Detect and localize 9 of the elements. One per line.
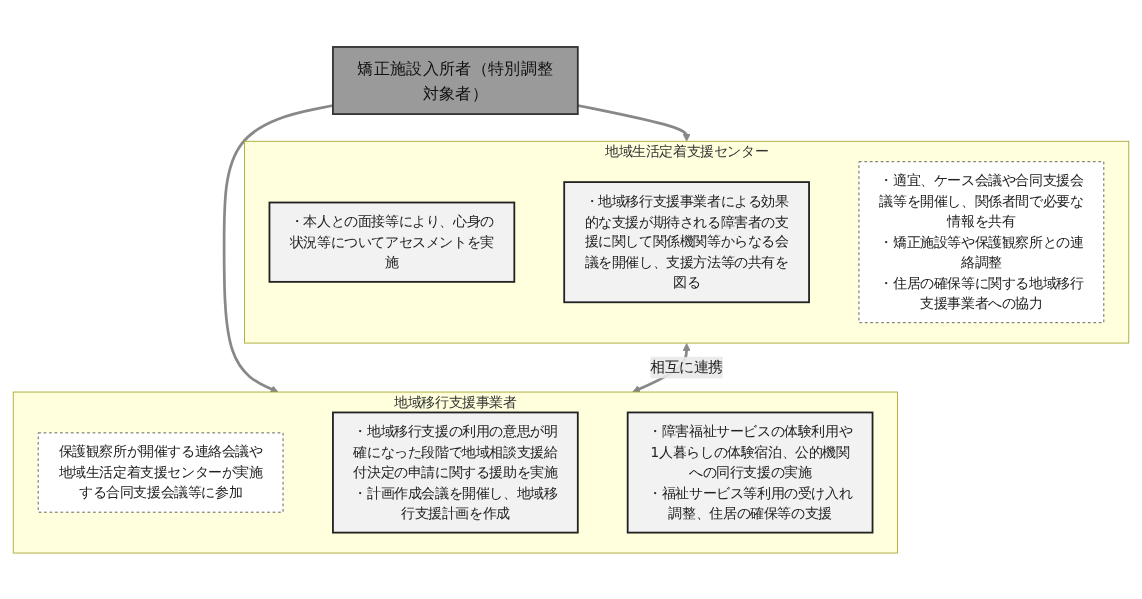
node-box: ・障害福祉サービスの体験利用や1人暮らしの体験宿泊、公的機関への同行支援の実施 ・福祉サービス等利用の受け入れ調整、住居の確保等の支援 — [626, 411, 874, 534]
edge-label: 相互に連携 — [650, 358, 723, 376]
node-box: 矯正施設入所者（特別調整対象者） — [332, 45, 579, 115]
node-box: ・適宜、ケース会議や合同支援会議等を開催し、関係者間で必要な情報を共有 ・矯正施設等や保護観察所との連絡調整 ・住居の確保等に関する地域移行支援事業者への協力 — [858, 160, 1105, 323]
node-box: ・本人との面接等により、心身の状況等についてアセスメントを実施 — [268, 201, 516, 283]
arrow — [577, 103, 691, 142]
node-box: ・地域移行支援の利用の意思が明確になった段階で地域相談支援給付決定の申請に関する援助を実施 ・計画作成会議を開催し、地域移行支援計画を作成 — [332, 411, 579, 534]
node-box: ・地域移行支援事業者による効果的な支援が期待される障害者の支援に関して関係機関等からなる会議を開催し、支援方法等の共有を図る — [563, 180, 810, 303]
node-box: 保護観察所が開催する連絡会議や地域生活定着支援センターが実施する合同支援会議等に参加 — [37, 431, 284, 513]
